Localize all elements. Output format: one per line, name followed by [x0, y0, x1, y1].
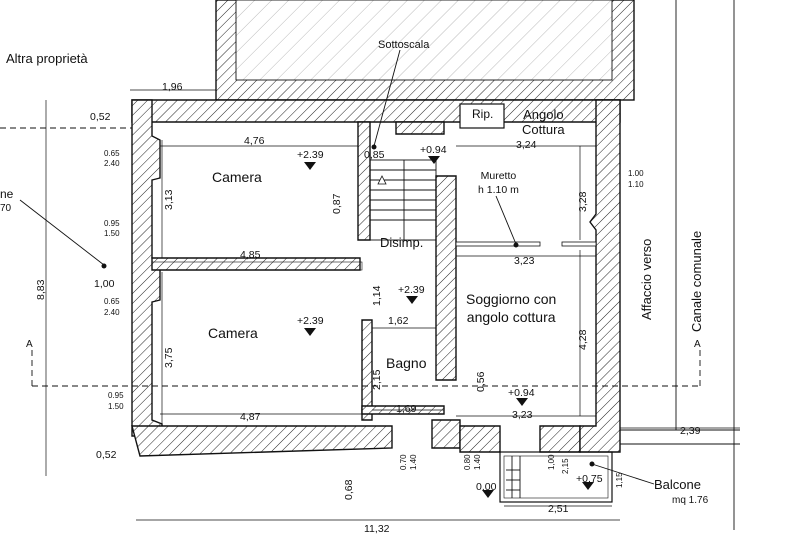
- label-affaccio: Affaccio verso: [639, 238, 654, 320]
- dim-bagno-169: 1,69: [396, 403, 417, 415]
- window-mark-5b: 1.10: [628, 180, 644, 189]
- label-altra-proprieta: Altra proprietà: [6, 51, 88, 66]
- window-mark-5a: 1.00: [628, 169, 644, 178]
- elevation-balcony: +0.75: [576, 473, 603, 485]
- dim-bagno-215: 2,15: [371, 369, 383, 390]
- dim-kitchen-width: 3,24: [516, 139, 537, 151]
- dim-soggiorno-width-top: 3,23: [514, 255, 535, 267]
- dim-balcony-251: 2,51: [548, 503, 569, 515]
- dim-soggiorno-width-bottom: 3,23: [512, 409, 533, 421]
- section-label-a-left: A: [26, 339, 33, 350]
- dim-door-056: 0,56: [475, 371, 487, 392]
- dim-total-width: 11,32: [364, 523, 390, 535]
- window-mark-7b: 1.40: [473, 454, 482, 470]
- window-mark-2b: 1.50: [104, 229, 120, 238]
- dim-camera2-height: 3,75: [163, 347, 175, 368]
- window-mark-6b: 1.40: [409, 454, 418, 470]
- label-sottoscala: Sottoscala: [378, 39, 430, 51]
- dim-bagno-162: 1,62: [388, 315, 409, 327]
- leader-lines: [19, 49, 655, 485]
- dim-pier-100: 1,00: [94, 278, 115, 290]
- window-mark-7a: 0.80: [463, 454, 472, 470]
- window-mark-4b: 1.50: [108, 402, 124, 411]
- elevation-markers: [304, 156, 594, 498]
- elevation-camera-1: +2.39: [297, 149, 324, 161]
- dim-camera1-width: 4,76: [244, 135, 265, 147]
- dim-balcony-115: 1,15: [615, 472, 624, 488]
- adjacent-building: [215, 0, 635, 101]
- label-bagno: Bagno: [386, 355, 427, 371]
- dim-stair-087: 0,87: [331, 193, 343, 214]
- dim-sottoscala: 0,85: [364, 149, 385, 161]
- window-mark-3a: 0.65: [104, 297, 120, 306]
- dim-balcony-100: 1,00: [547, 454, 556, 470]
- dim-camera1-height: 3,13: [163, 189, 175, 210]
- label-disimpegno: Disimp.: [380, 235, 424, 250]
- low-wall: [455, 195, 597, 248]
- dim-balcony-215: 2,15: [561, 458, 570, 474]
- dim-left-052-top: 0,52: [90, 111, 111, 123]
- dim-kitchen-height: 3,28: [577, 191, 589, 212]
- dim-bagno-114: 1,14: [371, 285, 383, 306]
- label-muretto: Muretto h 1.10 m: [478, 170, 519, 196]
- label-balcone: Balcone: [654, 477, 701, 492]
- dim-camera2-width: 4,87: [240, 411, 261, 423]
- dimension-lines: [45, 89, 740, 521]
- label-camera-1: Camera: [212, 169, 262, 185]
- window-mark-1b: 2.40: [104, 159, 120, 168]
- window-mark-3b: 2.40: [104, 308, 120, 317]
- dim-left-052-bottom: 0,52: [96, 449, 117, 461]
- elevation-soggiorno: +0.94: [508, 387, 535, 399]
- dim-camera1-wall: 4,85: [240, 249, 261, 261]
- window-mark-6a: 0.70: [399, 454, 408, 470]
- label-camera-2: Camera: [208, 325, 258, 341]
- label-balcone-area: mq 1.76: [672, 495, 709, 506]
- balcony: [499, 429, 740, 503]
- label-rip: Rip.: [472, 107, 494, 121]
- elevation-entrance: 0.00: [476, 481, 497, 493]
- elevation-stair-top: +0.94: [420, 144, 447, 156]
- dim-soggiorno-height: 4,28: [577, 329, 589, 350]
- interior-walls: [151, 103, 505, 421]
- dim-door-068: 0,68: [343, 479, 355, 500]
- window-mark-2a: 0.95: [104, 219, 120, 228]
- elevation-disimp: +2.39: [398, 284, 425, 296]
- window-mark-1a: 0.65: [104, 149, 120, 158]
- elevation-camera-2: +2.39: [297, 315, 324, 327]
- label-canale: Canale comunale: [689, 230, 704, 332]
- label-soggiorno: Soggiorno con angolo cottura: [466, 291, 557, 326]
- section-line: [0, 127, 701, 387]
- dim-top-196: 1,96: [162, 81, 183, 93]
- canal: [675, 0, 735, 530]
- section-label-a-right: A: [694, 339, 701, 350]
- dim-total-height: 8,83: [35, 279, 47, 300]
- staircase: [369, 159, 437, 241]
- label-left-partial-2: 70: [0, 203, 12, 214]
- window-mark-4a: 0.95: [108, 391, 124, 400]
- label-angolo-cottura: Angolo Cottura: [522, 107, 565, 137]
- dim-balcony-239: 2,39: [680, 425, 701, 437]
- label-left-partial-1: ne: [0, 187, 14, 201]
